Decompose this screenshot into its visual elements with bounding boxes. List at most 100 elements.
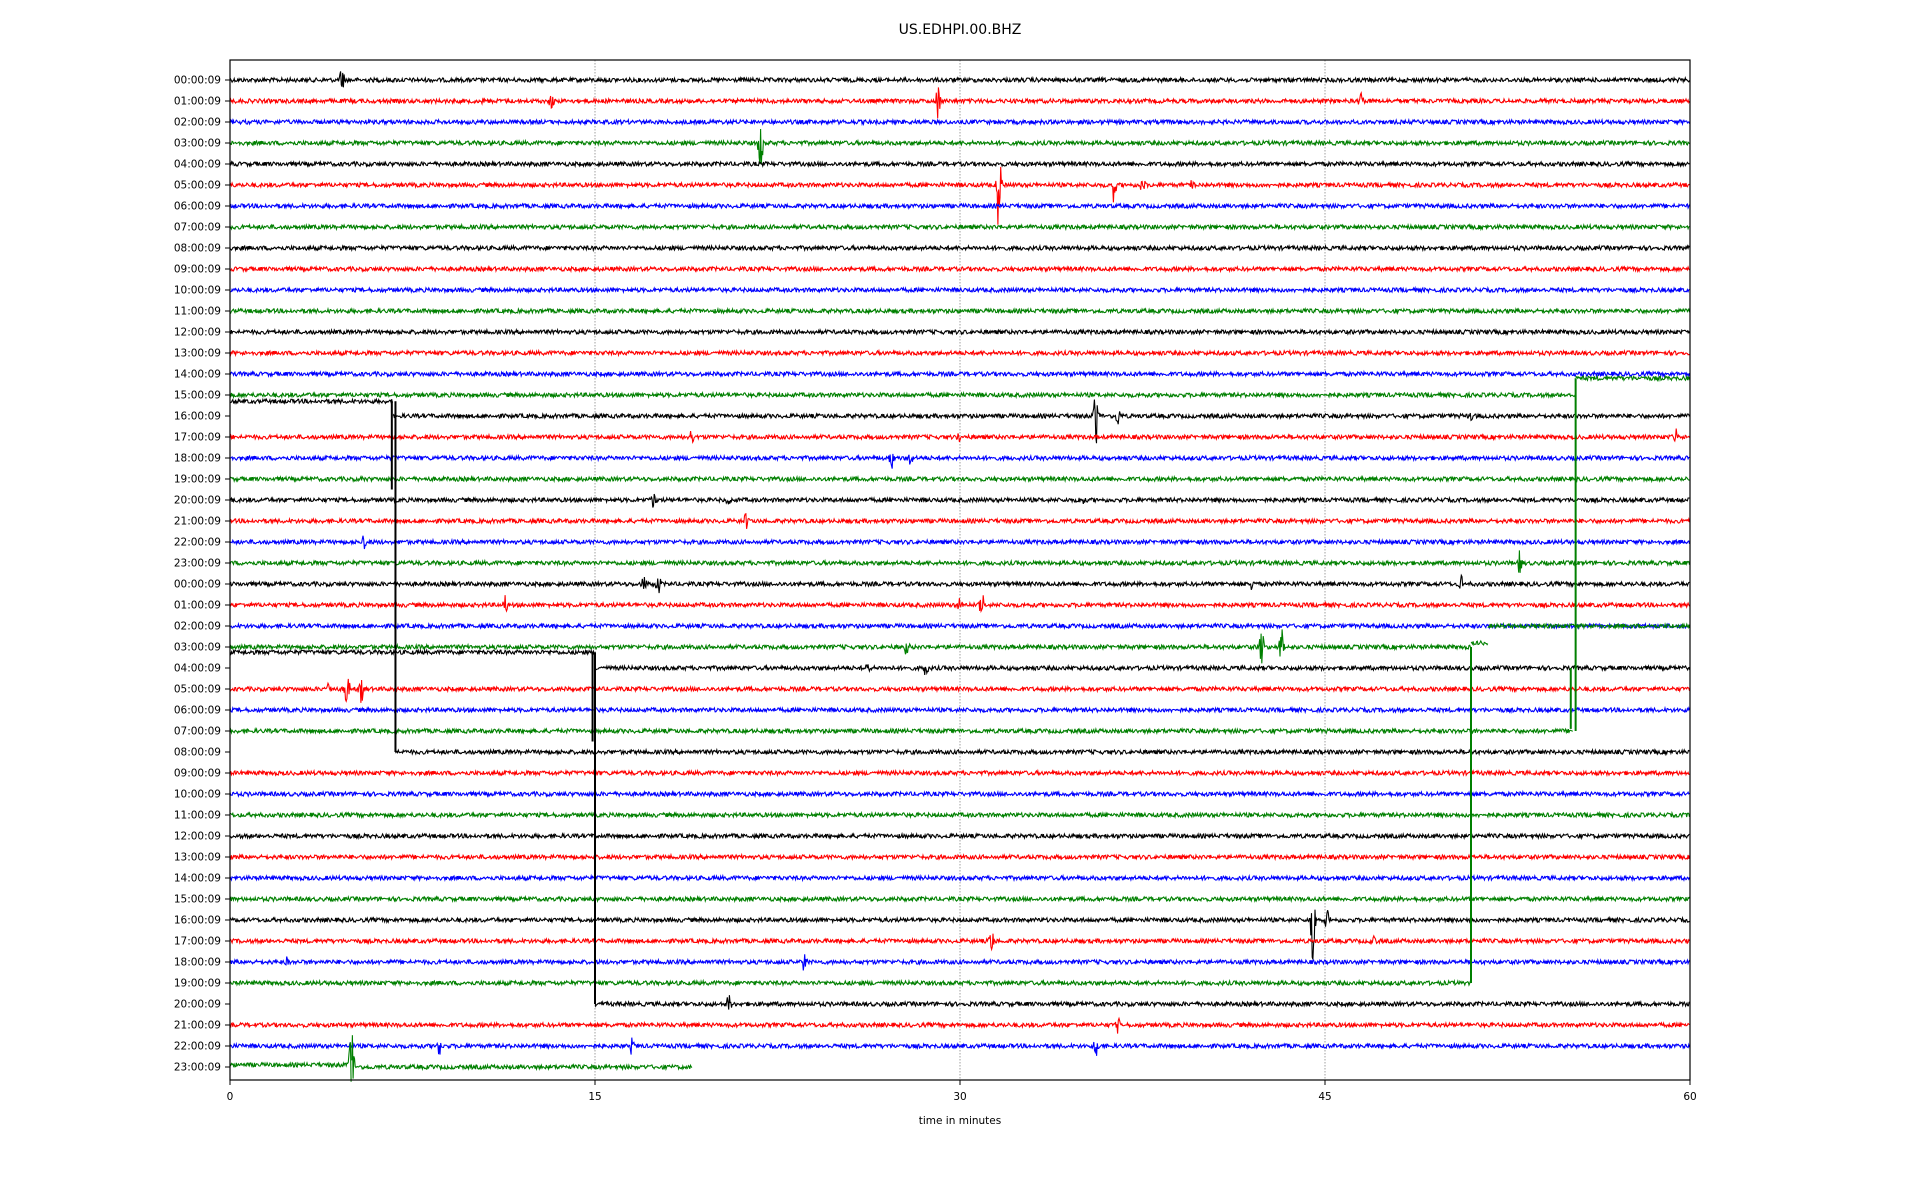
trace-row-24 [229, 573, 1690, 594]
trace-row-25 [229, 595, 1690, 614]
trace-row-28 [594, 663, 1691, 676]
y-tick-label: 04:00:09 [174, 663, 221, 675]
y-tick-label: 23:00:09 [174, 558, 221, 570]
x-tick-label: 0 [227, 1091, 234, 1103]
y-tick-label: 17:00:09 [174, 936, 221, 948]
y-tick-label: 00:00:09 [174, 75, 221, 87]
trace-row-35 [229, 810, 1691, 820]
y-tick-label: 22:00:09 [174, 1041, 221, 1053]
y-tick-label: 06:00:09 [174, 201, 221, 213]
trace-row-27 [229, 629, 1471, 664]
trace-row-4 [229, 159, 1690, 169]
trace-row-3 [229, 128, 1690, 165]
y-tick-label: 13:00:09 [174, 852, 221, 864]
y-tick-label: 03:00:09 [174, 138, 221, 150]
trace-row-18 [229, 453, 1690, 469]
y-tick-label: 02:00:09 [174, 621, 221, 633]
y-tick-label: 22:00:09 [174, 537, 221, 549]
trace-row-36 [229, 831, 1690, 841]
y-tick-label: 19:00:09 [174, 474, 221, 486]
trace-row-22 [229, 535, 1691, 550]
trace-row-29 [229, 678, 1691, 703]
trace-row-30 [229, 705, 1691, 715]
trace-row-14 [229, 369, 1691, 379]
y-tick-label: 07:00:09 [174, 222, 221, 234]
y-tick-label: 12:00:09 [174, 327, 221, 339]
y-tick-label: 08:00:09 [174, 747, 221, 759]
trace-row-41 [229, 933, 1690, 952]
y-tick-label: 15:00:09 [174, 390, 221, 402]
trace-row-11 [229, 306, 1691, 316]
x-tick-label: 60 [1683, 1091, 1696, 1103]
trace-row-47 [351, 1035, 693, 1079]
trace-row-19 [229, 474, 1690, 484]
y-tick-label: 11:00:09 [174, 810, 221, 822]
trace-row-28 [229, 648, 595, 657]
trace-row-7 [229, 222, 1690, 232]
y-tick-label: 00:00:09 [174, 579, 221, 591]
trace-row-2 [229, 117, 1691, 127]
x-tick-label: 30 [953, 1091, 966, 1103]
y-tick-label: 04:00:09 [174, 159, 221, 171]
y-tick-label: 23:00:09 [174, 1062, 221, 1074]
trace-row-8 [229, 243, 1690, 253]
y-tick-label: 13:00:09 [174, 348, 221, 360]
y-tick-label: 16:00:09 [174, 915, 221, 927]
trace-row-39 [229, 894, 1690, 904]
y-tick-label: 16:00:09 [174, 411, 221, 423]
trace-row-17 [229, 428, 1690, 445]
trace-row-46 [229, 1037, 1691, 1056]
trace-row-27 [1487, 621, 1691, 631]
trace-row-1 [229, 87, 1690, 119]
y-tick-label: 20:00:09 [174, 495, 221, 507]
trace-row-23 [229, 550, 1691, 573]
trace-row-5 [229, 166, 1690, 225]
y-tick-label: 20:00:09 [174, 999, 221, 1011]
trace-row-26 [229, 621, 1691, 631]
trace-row-15 [229, 390, 1576, 400]
y-tick-label: 12:00:09 [174, 831, 221, 843]
trace-row-34 [229, 789, 1690, 799]
y-tick-label: 21:00:09 [174, 516, 221, 528]
trace-row-16 [392, 399, 1690, 444]
x-axis-label: time in minutes [919, 1115, 1001, 1127]
y-tick-label: 11:00:09 [174, 306, 221, 318]
trace-row-32 [395, 747, 1690, 757]
trace-row-13 [229, 348, 1690, 358]
y-tick-label: 21:00:09 [174, 1020, 221, 1032]
trace-row-40 [229, 909, 1690, 960]
trace-row-0 [229, 71, 1690, 88]
y-tick-label: 18:00:09 [174, 453, 221, 465]
trace-row-31 [229, 726, 1573, 736]
y-tick-label: 05:00:09 [174, 684, 221, 696]
trace-row-43 [229, 978, 1471, 988]
trace-row-38 [229, 873, 1691, 883]
trace-row-9 [229, 264, 1690, 274]
trace-row-44 [594, 995, 1691, 1010]
y-tick-label: 01:00:09 [174, 96, 221, 108]
y-tick-label: 01:00:09 [174, 600, 221, 612]
y-tick-label: 09:00:09 [174, 264, 221, 276]
trace-row-6 [229, 201, 1691, 211]
trace-row-12 [229, 327, 1691, 337]
y-tick-label: 19:00:09 [174, 978, 221, 990]
trace-row-47 [229, 1042, 352, 1082]
trace-row-21 [229, 512, 1691, 529]
trace-row-27 [1470, 639, 1489, 646]
y-tick-label: 10:00:09 [174, 285, 221, 297]
y-tick-label: 18:00:09 [174, 957, 221, 969]
y-tick-label: 14:00:09 [174, 369, 221, 381]
trace-row-42 [229, 954, 1691, 971]
y-tick-label: 15:00:09 [174, 894, 221, 906]
y-tick-label: 02:00:09 [174, 117, 221, 129]
y-tick-label: 14:00:09 [174, 873, 221, 885]
trace-row-45 [229, 1016, 1690, 1034]
y-tick-label: 05:00:09 [174, 180, 221, 192]
y-tick-label: 08:00:09 [174, 243, 221, 255]
trace-row-33 [229, 768, 1690, 778]
y-tick-label: 10:00:09 [174, 789, 221, 801]
chart-title: US.EDHPI.00.BHZ [898, 22, 1022, 38]
trace-row-20 [229, 493, 1690, 508]
trace-row-15 [1575, 374, 1691, 383]
